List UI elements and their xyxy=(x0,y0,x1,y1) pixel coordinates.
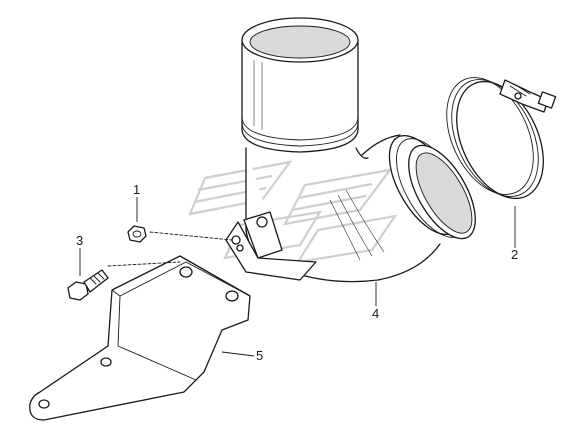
callout-label-1: 1 xyxy=(133,182,140,197)
hose-clamp xyxy=(446,77,557,200)
bolt xyxy=(67,269,109,301)
callout-leaders xyxy=(79,197,516,357)
nut xyxy=(127,225,147,243)
watermark-logo xyxy=(188,160,398,264)
callout-label-5: 5 xyxy=(256,348,263,363)
elbow-pipe xyxy=(225,17,476,283)
callout-label-3: 3 xyxy=(76,233,83,248)
mounting-bracket xyxy=(29,231,251,421)
callout-label-2: 2 xyxy=(511,247,518,262)
callout-label-4: 4 xyxy=(372,306,379,321)
